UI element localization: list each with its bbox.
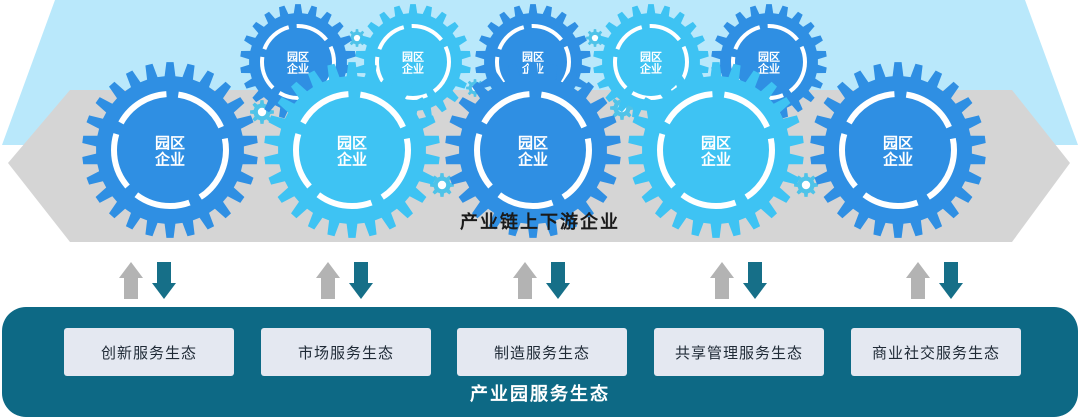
gear-ring (293, 91, 411, 209)
gear-label-line1: 园区 (518, 134, 548, 152)
gear-label-line2: 企业 (639, 61, 662, 75)
small-cog-icon (586, 29, 604, 47)
gear-label-line2: 企业 (882, 150, 913, 168)
gear-label-line1: 园区 (883, 134, 913, 152)
gear-label-line2: 企业 (517, 150, 548, 168)
arrow-up-icon (316, 262, 340, 299)
gear-label-line2: 企业 (401, 61, 424, 75)
arrow-down-icon (939, 262, 963, 299)
upstream-title: 产业链上下游企业 (460, 211, 620, 233)
gear-label-line1: 园区 (640, 50, 662, 63)
gear-icon (810, 62, 986, 238)
gear-label-line2: 企业 (700, 150, 731, 168)
flow-arrow-pair-3 (513, 262, 570, 299)
arrow-down-icon (152, 262, 176, 299)
small-cog-icon (430, 173, 454, 197)
service-item-market: 市场服务生态 (261, 328, 431, 376)
flow-arrow-pair-1 (119, 262, 176, 299)
service-item-innovation: 创新服务生态 (64, 328, 234, 376)
arrow-down-icon (349, 262, 373, 299)
arrow-up-icon (906, 262, 930, 299)
gear-label-line1: 园区 (337, 134, 367, 152)
gear-ring (657, 91, 775, 209)
flow-arrow-pair-2 (316, 262, 373, 299)
gear-icon (82, 62, 258, 238)
gear-icon (264, 62, 440, 238)
gear-ring (111, 91, 229, 209)
service-item-business-social: 商业社交服务生态 (851, 328, 1021, 376)
arrow-up-icon (710, 262, 734, 299)
gear-ring (613, 24, 689, 100)
gear-ring (260, 24, 336, 100)
gear-label-line1: 园区 (758, 50, 780, 63)
service-title: 产业园服务生态 (470, 383, 610, 405)
gear-ring (839, 91, 957, 209)
gear-label-line1: 园区 (287, 50, 309, 63)
arrow-up-icon (119, 262, 143, 299)
gear-ring (474, 91, 592, 209)
gear-label-line1: 园区 (522, 50, 544, 63)
gear-icon (445, 62, 621, 238)
gear-label-line2: 企业 (757, 61, 780, 75)
flow-arrows (119, 262, 963, 299)
gear-icon (628, 62, 804, 238)
arrow-down-icon (546, 262, 570, 299)
gear-label-line2: 企业 (154, 150, 185, 168)
gear-label-line1: 园区 (402, 50, 424, 63)
small-cog-icon (348, 29, 366, 47)
gear-label-line2: 企业 (286, 61, 309, 75)
flow-arrow-pair-4 (710, 262, 767, 299)
gear-label-line1: 园区 (701, 134, 731, 152)
arrow-up-icon (513, 262, 537, 299)
gear-label-line1: 园区 (155, 134, 185, 152)
service-item-manufacturing: 制造服务生态 (457, 328, 627, 376)
service-item-shared-management: 共享管理服务生态 (654, 328, 824, 376)
flow-arrow-pair-5 (906, 262, 963, 299)
gear-ring (375, 24, 451, 100)
arrow-down-icon (743, 262, 767, 299)
small-cog-icon (794, 173, 818, 197)
gear-label-line2: 企业 (336, 150, 367, 168)
